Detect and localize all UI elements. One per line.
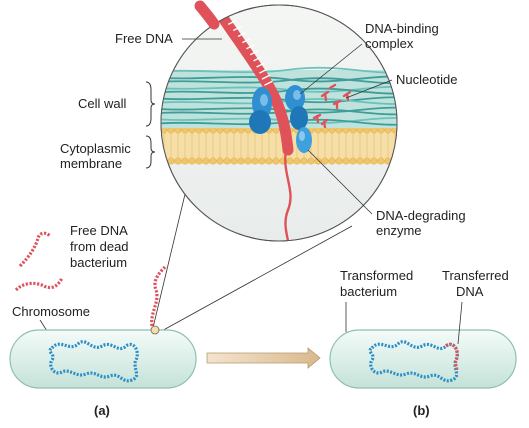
label-free-dna-dead-line2: from dead: [70, 239, 129, 254]
cell-wall-brace: [145, 81, 156, 127]
panel-label-a: (a): [94, 403, 110, 418]
lipid-head: [286, 157, 294, 165]
lipid-head: [147, 158, 153, 164]
dna-binding-leader: [299, 43, 363, 95]
lipid-head: [328, 157, 336, 165]
cytoplasmic-membrane: [147, 126, 412, 165]
dna-degrading-enzyme: [296, 127, 312, 153]
dna-rung: [249, 50, 259, 56]
dna-rung: [259, 68, 268, 74]
label-dna-binding-line2: complex: [365, 36, 414, 51]
zoom-connector-right: [157, 225, 353, 334]
lipid-head: [237, 157, 245, 165]
dna-degrading-leader: [307, 149, 373, 215]
label-free-dna-dead-line3: bacterium: [70, 255, 127, 270]
transformation-arrow: [206, 347, 321, 369]
lipid-head: [251, 157, 259, 165]
lipid-head: [272, 157, 280, 165]
label-nucleotide: Nucleotide: [396, 72, 457, 87]
lipid-head: [293, 157, 301, 165]
lipid-head: [181, 157, 189, 165]
lipid-head: [406, 158, 412, 164]
lipid-head: [300, 157, 308, 165]
lipid-head: [202, 157, 210, 165]
wall-fiber: [161, 77, 397, 85]
lipid-head: [195, 157, 203, 165]
lipid-head: [406, 127, 412, 133]
label-dna-degrading-line1: DNA-degrading: [376, 208, 466, 223]
free-dna-top: [194, 0, 220, 30]
lipid-head: [356, 157, 364, 165]
lipid-head: [370, 157, 378, 165]
nucleotide-leader: [345, 79, 393, 99]
dna-rung: [264, 80, 273, 86]
lipid-head: [363, 157, 371, 165]
label-transferred-line2: DNA: [456, 284, 484, 299]
zoom-circle: [147, 4, 412, 242]
lipid-head: [377, 157, 385, 165]
label-cytoplasmic-line1: Cytoplasmic: [60, 141, 131, 156]
lipid-head: [147, 127, 153, 133]
dna-rung: [211, 5, 221, 7]
lipid-head: [188, 157, 196, 165]
bacterium-a: [9, 325, 197, 389]
label-dna-binding-line1: DNA-binding: [365, 21, 439, 36]
dna-rung: [261, 74, 271, 80]
lipid-head: [349, 157, 357, 165]
lipid-head: [216, 157, 224, 165]
zoom-connector-left: [151, 189, 187, 333]
bacterium-b: [329, 329, 517, 389]
label-free-dna: Free DNA: [115, 31, 173, 46]
label-free-dna-dead-line1: Free DNA: [70, 223, 128, 238]
lipid-head: [342, 157, 350, 165]
dna-rung: [256, 62, 265, 68]
lipid-head: [167, 157, 175, 165]
lipid-head: [174, 157, 182, 165]
label-transformed-line1: Transformed: [340, 268, 413, 283]
lipid-head: [391, 157, 397, 165]
dna-rung: [253, 56, 262, 62]
wall-fiber: [161, 108, 397, 116]
label-chromosome: Chromosome: [12, 304, 90, 319]
label-cytoplasmic-line2: membrane: [60, 156, 122, 171]
transferred-leader: [457, 301, 463, 345]
label-cell-wall: Cell wall: [78, 96, 127, 111]
lipid-head: [244, 157, 252, 165]
panel-label-b: (b): [413, 403, 430, 418]
dna-rung: [237, 31, 247, 38]
lipid-head: [321, 157, 329, 165]
dna-rung: [232, 25, 242, 32]
dna-rung: [246, 44, 255, 50]
dna-rung: [227, 19, 237, 25]
label-transformed-line2: bacterium: [340, 284, 397, 299]
lipid-head: [399, 158, 405, 164]
label-dna-degrading-line2: enzyme: [376, 223, 422, 238]
lipid-head: [230, 157, 238, 165]
lipid-head: [307, 157, 315, 165]
wall-fiber: [161, 66, 397, 74]
dna-rung: [217, 7, 226, 13]
free-dna-fragments: [14, 231, 168, 327]
lipid-head: [314, 157, 322, 165]
lipid-head: [154, 158, 160, 164]
membrane-brace: [145, 135, 156, 169]
lipid-head: [209, 157, 217, 165]
lipid-head: [223, 157, 231, 165]
dna-binding-complex: [249, 85, 308, 134]
wall-fiber: [161, 118, 397, 126]
lipid-head: [154, 127, 160, 133]
dna-rung: [242, 38, 251, 44]
lipid-head: [258, 157, 266, 165]
label-transferred-line1: Transferred: [442, 268, 509, 283]
lipid-head: [399, 127, 405, 133]
lipid-head: [265, 157, 273, 165]
lipid-head: [335, 157, 343, 165]
